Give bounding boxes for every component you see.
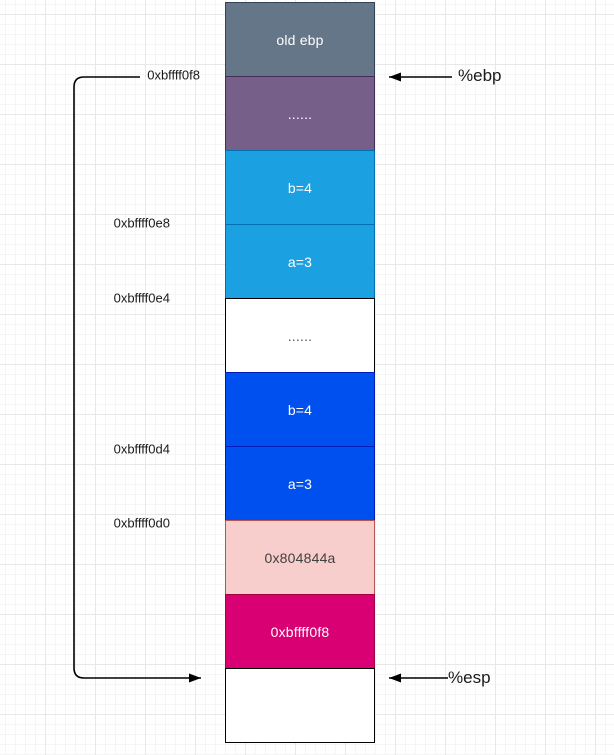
stack-row-label: ...... xyxy=(287,327,313,344)
stack-row-label: a=3 xyxy=(287,253,313,270)
stack-row-old-ebp: old ebp xyxy=(225,2,375,77)
stack-row-label: b=4 xyxy=(287,179,313,196)
address-label-0xbffff0d4: 0xbffff0d4 xyxy=(113,441,170,457)
stack-column: old ebp ...... b=4 a=3 ...... b=4 a=3 0x… xyxy=(225,2,375,743)
stack-row-return-address: 0x804844a xyxy=(225,520,375,595)
saved-ebp-reference-arrow xyxy=(73,76,201,683)
stack-row-ellipsis-top: ...... xyxy=(225,76,375,151)
stack-row-ellipsis-middle: ...... xyxy=(225,298,375,373)
stack-row-b4-upper: b=4 xyxy=(225,150,375,225)
stack-row-label: old ebp xyxy=(276,31,324,48)
stack-row-empty-bottom xyxy=(225,668,375,743)
stack-row-a3-upper: a=3 xyxy=(225,224,375,299)
address-label-0xbffff0e8: 0xbffff0e8 xyxy=(113,215,170,231)
ebp-pointer-label: %ebp xyxy=(458,66,502,85)
stack-row-a3-lower: a=3 xyxy=(225,446,375,521)
stack-row-saved-ebp-value: 0xbffff0f8 xyxy=(225,594,375,669)
stack-row-label: ...... xyxy=(287,105,313,122)
stack-row-label: 0x804844a xyxy=(264,549,336,566)
stack-row-label: 0xbffff0f8 xyxy=(270,623,330,640)
stack-row-label: a=3 xyxy=(287,475,313,492)
address-label-0xbffff0d0: 0xbffff0d0 xyxy=(113,515,170,531)
address-label-0xbffff0e4: 0xbffff0e4 xyxy=(113,290,170,306)
esp-pointer-label: %esp xyxy=(448,668,491,687)
stack-row-label: b=4 xyxy=(287,401,313,418)
address-label-0xbffff0f8: 0xbffff0f8 xyxy=(147,67,200,83)
stack-row-b4-lower: b=4 xyxy=(225,372,375,447)
